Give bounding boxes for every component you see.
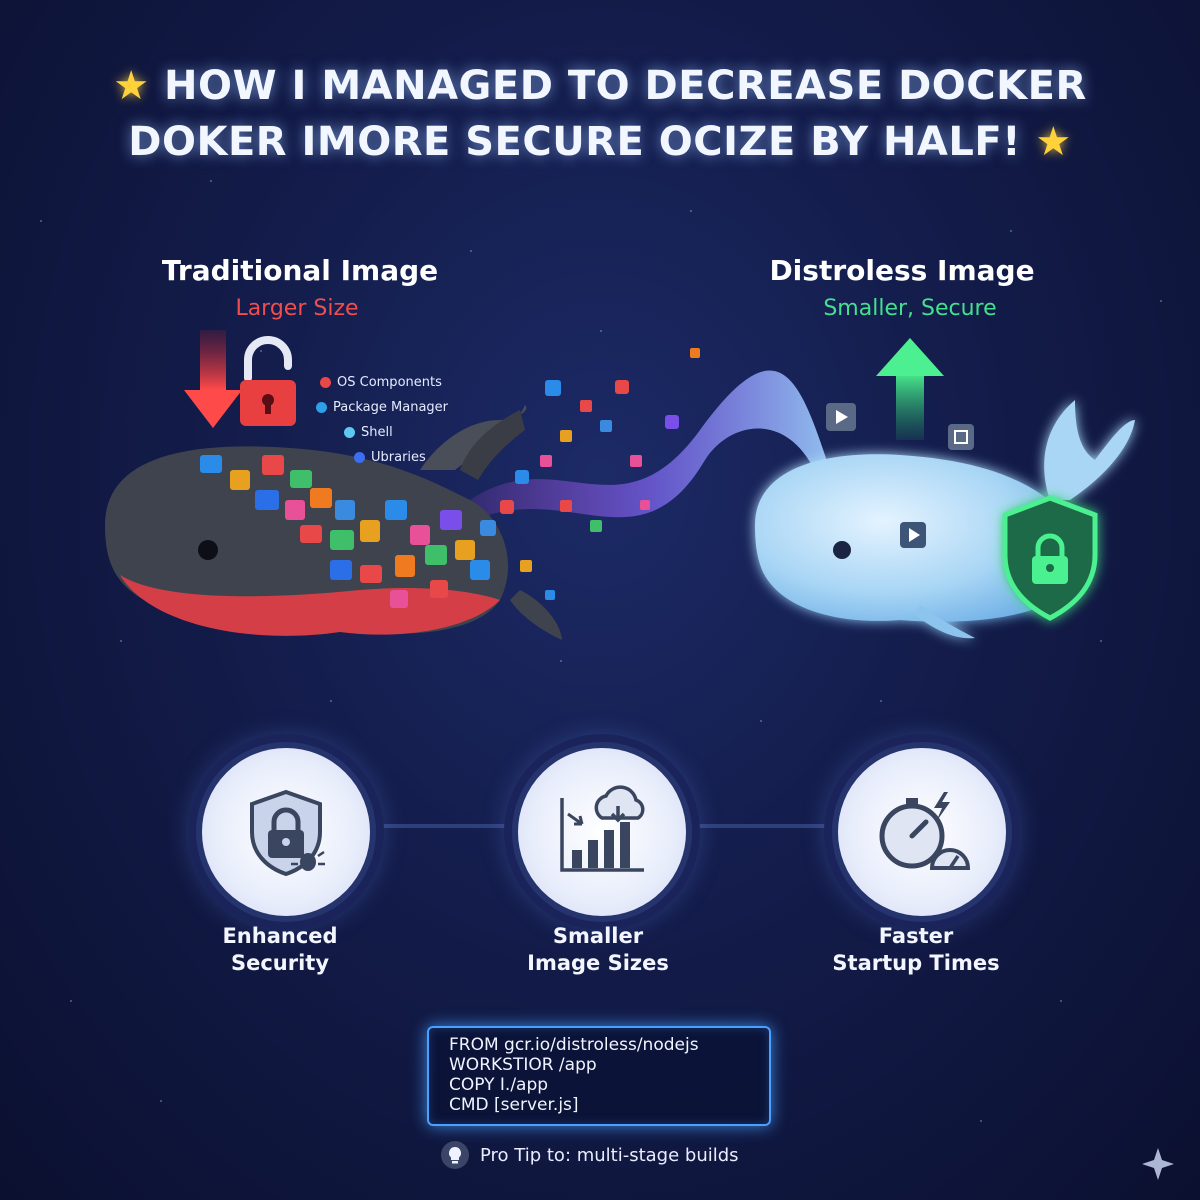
traditional-subtitle: Larger Size [235, 296, 359, 321]
code-line: COPY Ⅰ./app [449, 1075, 549, 1095]
transfer-ribbon [470, 370, 830, 520]
distroless-subtitle: Smaller, Secure [823, 296, 997, 321]
code-line: WORKSTIOR /app [449, 1055, 597, 1075]
arrow-down-icon [184, 330, 242, 428]
legend-item-libraries: Ubraries [354, 445, 448, 470]
stopwatch-icon [879, 792, 971, 870]
sparkle-icon [1142, 1148, 1174, 1180]
legend-item-os: OS Components [320, 370, 448, 395]
lightbulb-icon [441, 1141, 469, 1169]
play-icon [900, 522, 926, 548]
code-line: FROM gcr.io/distroless/nodejs [449, 1035, 699, 1055]
legend-item-package-manager: Package Manager [316, 395, 448, 420]
package-particles [200, 348, 700, 608]
benefit-startup-circle [832, 742, 1012, 922]
play-icon [826, 403, 856, 431]
title-line-1: HOW I MANAGED TO DECREASE DOCKER [164, 63, 1087, 109]
dockerfile-code-box: FROM gcr.io/distroless/nodejs WORKSTIOR … [427, 1026, 771, 1126]
traditional-title: Traditional Image [161, 254, 439, 287]
unlocked-padlock-icon [240, 336, 296, 426]
chart-cloud-icon [560, 785, 645, 872]
component-legend: OS Components Package Manager Shell Ubra… [316, 370, 448, 470]
pro-tip-text: Pro Tip to: multi-stage builds [480, 1144, 739, 1166]
star-icon: ★ [113, 63, 150, 109]
whale-eye [833, 541, 851, 559]
distroless-title: Distroless Image [769, 254, 1035, 287]
legend-item-shell: Shell [344, 420, 448, 445]
star-icon: ★ [1035, 119, 1072, 165]
benefit-security-circle [196, 742, 376, 922]
benefit-size-circle [512, 742, 692, 922]
page-title: ★ HOW I MANAGED TO DECREASE DOCKER DOKER… [60, 58, 1140, 170]
code-line: CMD [server.js] [449, 1095, 579, 1115]
security-shield-icon [1002, 495, 1098, 621]
shield-lock-icon [250, 789, 325, 877]
package-icon [948, 424, 974, 450]
arrow-up-icon [876, 338, 944, 440]
pro-tip: Pro Tip to: multi-stage builds [440, 1140, 739, 1170]
traditional-whale [105, 405, 562, 640]
title-line-2: DOKER IMORE SECURE OCIZE BY HALF! [128, 119, 1021, 165]
